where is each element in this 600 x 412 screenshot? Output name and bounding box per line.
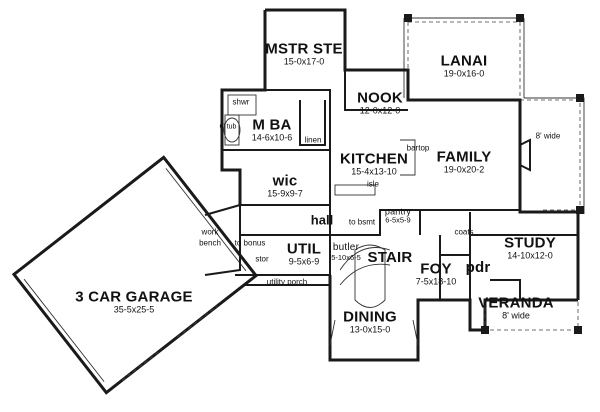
room-name: butler xyxy=(332,241,360,253)
label-hall: hall xyxy=(310,212,334,228)
room-dining: DINING 13-0x15-0 xyxy=(343,309,397,334)
room-garage: 3 CAR GARAGE 35-5x25-5 xyxy=(75,289,192,314)
room-dims: 13-0x15-0 xyxy=(349,324,391,335)
label-utility-porch: utility porch xyxy=(266,277,308,287)
room-nook: NOOK 12-0x12-0 xyxy=(357,90,403,115)
room-name: DINING xyxy=(343,308,397,326)
room-name: UTIL xyxy=(286,240,322,258)
room-dims: 35-5x25-5 xyxy=(113,304,155,315)
garage-outline xyxy=(11,155,259,395)
room-name: MSTR STE xyxy=(265,40,343,58)
room-dims: 14-6x10-6 xyxy=(251,132,293,143)
room-stair: STAIR xyxy=(368,250,413,266)
room-name: wic xyxy=(272,172,298,190)
room-dims: 8' wide xyxy=(502,310,530,321)
label-bartop: bartop xyxy=(406,143,430,153)
room-dims: 15-4x13-10 xyxy=(351,166,397,177)
room-dims: 12-0x12-0 xyxy=(359,105,401,116)
room-name: FOY xyxy=(420,260,452,278)
room-lanai: LANAI 19-0x16-0 xyxy=(441,53,488,78)
room-dims: 14-10x12-0 xyxy=(507,250,553,261)
label-coats: coats xyxy=(454,227,474,237)
room-study: STUDY 14-10x12-0 xyxy=(504,235,556,260)
room-name: VERANDA xyxy=(478,294,554,312)
room-name: NOOK xyxy=(357,89,403,107)
room-family: FAMILY 19-0x20-2 xyxy=(437,149,492,174)
room-name: pdr xyxy=(465,259,491,277)
side-porch-outline xyxy=(520,94,585,214)
room-name: STUDY xyxy=(504,234,556,252)
room-name: KITCHEN xyxy=(339,150,409,168)
label-isle: isle xyxy=(366,179,380,189)
room-kitchen: KITCHEN 15-4x13-10 xyxy=(340,151,408,176)
room-dims: 6-5x5-9 xyxy=(385,215,411,225)
room-util: UTIL 9-5x6-9 xyxy=(287,241,321,266)
garage-connector xyxy=(204,203,331,286)
room-m-ba: M BA 14-6x10-6 xyxy=(252,117,293,142)
room-mstr-ste: MSTR STE 15-0x17-0 xyxy=(265,41,342,66)
label-8-wide: 8' wide xyxy=(535,131,561,141)
room-foy: FOY 7-5x18-10 xyxy=(416,261,457,286)
label-to-bonus: to bonus xyxy=(234,238,266,248)
room-dims: 15-0x17-0 xyxy=(283,56,325,67)
label-shwr: shwr xyxy=(232,97,250,107)
room-name: LANAI xyxy=(440,52,488,70)
label-to-bsmt: to bsmt xyxy=(348,217,376,227)
interior-walls xyxy=(222,70,578,346)
label-bench: bench xyxy=(199,238,221,248)
room-dims: 5-10x6-5 xyxy=(331,252,361,262)
room-name: FAMILY xyxy=(436,148,492,166)
room-wic: wic 15-9x9-7 xyxy=(267,173,303,198)
room-name: M BA xyxy=(252,116,292,134)
room-pdr: pdr xyxy=(466,260,491,276)
label-tub: 6' tub xyxy=(219,123,237,131)
veranda-outline xyxy=(481,300,582,334)
room-dims: 19-0x20-2 xyxy=(443,164,485,175)
room-dims: 7-5x18-10 xyxy=(415,276,457,287)
room-butler: butler 5-10x6-5 xyxy=(331,241,361,262)
room-dims: 9-5x6-9 xyxy=(288,256,320,267)
room-name: pantry xyxy=(384,206,412,217)
room-pantry: pantry 6-5x5-9 xyxy=(384,206,412,225)
lanai-outline xyxy=(403,14,525,100)
label-work: work xyxy=(201,227,219,237)
label-linen: linen xyxy=(304,135,322,145)
label-stor: stor xyxy=(255,254,269,264)
room-veranda: VERANDA 8' wide xyxy=(478,295,554,320)
room-dims: 15-9x9-7 xyxy=(267,188,303,199)
room-name: STAIR xyxy=(367,249,413,267)
room-dims: 19-0x16-0 xyxy=(443,68,485,79)
room-name: 3 CAR GARAGE xyxy=(75,288,193,306)
